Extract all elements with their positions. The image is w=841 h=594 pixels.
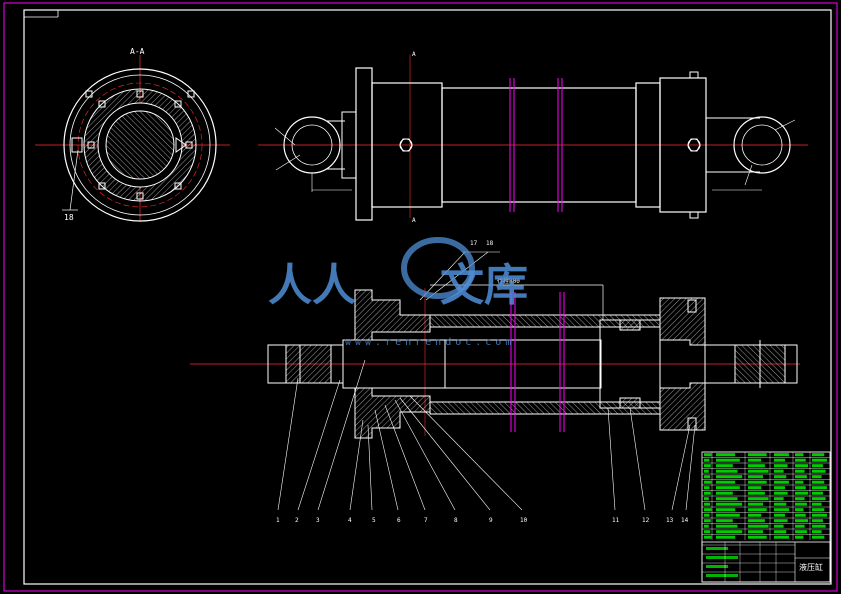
part-number-18: 18 [486, 240, 494, 247]
part-number-13: 13 [666, 517, 674, 524]
section-part-number: 18 [64, 213, 74, 222]
part-number-11: 11 [612, 517, 620, 524]
part-number-5: 5 [372, 517, 376, 524]
stroke-dimension: 行程800 [497, 277, 520, 285]
watermark-text-right: 文库 [440, 260, 528, 311]
part-number-12: 12 [642, 517, 650, 524]
part-number-4: 4 [348, 517, 352, 524]
part-number-8: 8 [454, 517, 458, 524]
watermark-url: www.renrendoc.com [345, 337, 515, 348]
part-number-10: 10 [520, 517, 528, 524]
part-number-3: 3 [316, 517, 320, 524]
drawing-title: 液压缸 [799, 562, 823, 572]
part-number-6: 6 [397, 517, 401, 524]
part-number-2: 2 [295, 517, 299, 524]
part-number-1: 1 [276, 517, 280, 524]
section-marker-bottom: A [412, 217, 416, 224]
part-number-7: 7 [424, 517, 428, 524]
part-number-14: 14 [681, 517, 689, 524]
watermark-text-left: 人人 [268, 260, 356, 311]
inner-frame [23, 9, 832, 585]
watermark-logo: 人人 文库 www.renrendoc.com [268, 237, 528, 348]
part-number-17: 17 [470, 240, 478, 247]
section-marker-top: A [412, 51, 416, 58]
part-number-9: 9 [489, 517, 493, 524]
outer-frame [3, 2, 838, 592]
sectional-view: 行程800 [190, 240, 800, 524]
parts-list-table: 液压缸 [701, 451, 831, 583]
section-view-a-a: A-A 18 [35, 47, 230, 222]
external-view: A A [258, 51, 808, 224]
section-label: A-A [130, 47, 145, 56]
